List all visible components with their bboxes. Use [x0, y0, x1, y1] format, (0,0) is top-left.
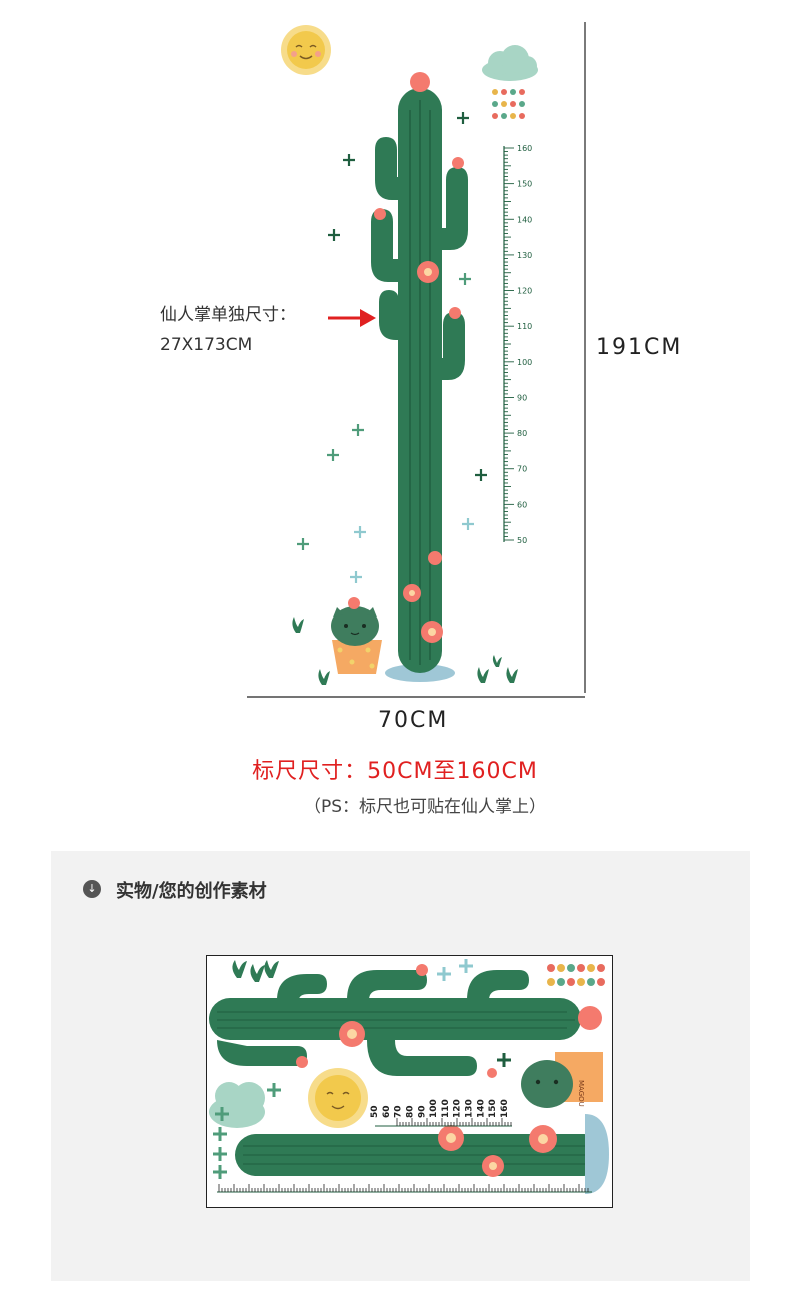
sheet-ruler-label: 160	[500, 1099, 510, 1118]
cat-pot-icon	[331, 597, 382, 674]
ruler-tick-label: 110	[517, 322, 532, 331]
ruler-tick-label: 80	[517, 429, 527, 438]
pot-text: MAGOU	[577, 1080, 585, 1107]
ruler-tick-label: 90	[517, 393, 527, 402]
ruler-tick-label: 130	[517, 251, 532, 260]
cactus-size-label: 仙人掌单独尺寸：	[160, 305, 296, 325]
sheet-ruler-label: 110	[441, 1099, 451, 1118]
sheet-cactus-top	[209, 998, 581, 1040]
ruler-tick-label: 70	[517, 465, 527, 474]
sheet-ruler-label: 60	[382, 1105, 392, 1118]
sheet-ruler-label: 70	[394, 1105, 404, 1118]
download-circle-icon: ↓	[83, 880, 101, 898]
raindrops-icon	[492, 89, 525, 119]
ruler-tick-label: 60	[517, 500, 527, 509]
cactus-size-value: 27X173CM	[160, 335, 253, 355]
height-label: 191CM	[596, 335, 683, 360]
red-arrow-icon	[328, 309, 376, 327]
ruler-tick-label: 50	[517, 536, 527, 545]
sun-icon	[281, 25, 331, 75]
product-section-title-text: 实物/您的创作素材	[116, 881, 267, 902]
cactus-illustration: 160 150 140 130 120 110 100 90 80 70 60 50	[247, 22, 586, 698]
sheet-ruler-label: 90	[417, 1105, 427, 1118]
cloud-icon	[482, 45, 538, 81]
height-ruler: 160 150 140 130 120 110 100 90 80 70 60 50	[503, 144, 532, 545]
ruler-tick-label: 160	[517, 144, 532, 153]
sheet-ruler-label: 120	[453, 1099, 463, 1118]
ruler-tick-label: 100	[517, 358, 532, 367]
ruler-note-text: （PS：标尺也可贴在仙人掌上）	[303, 797, 547, 817]
grass-icons	[292, 617, 518, 685]
sheet-ruler-label: 80	[405, 1105, 415, 1118]
sheet-ruler-label: 130	[465, 1099, 475, 1118]
ruler-tick-label: 140	[517, 215, 532, 224]
cactus-size-note: 仙人掌单独尺寸： 27X173CM	[160, 300, 296, 360]
ruler-size-text: 标尺尺寸：50CM至160CM	[252, 759, 538, 784]
product-sheet: MAGOU 50	[206, 955, 613, 1208]
ruler-tick-label: 120	[517, 287, 532, 296]
width-label: 70CM	[378, 708, 449, 733]
product-section-title: 实物/您的创作素材	[86, 877, 267, 903]
sheet-ruler-label: 50	[370, 1105, 380, 1118]
product-sheet-illustration: MAGOU 50	[209, 959, 609, 1194]
ruler-tick-label: 150	[517, 180, 532, 189]
sheet-ruler-label: 150	[488, 1099, 498, 1118]
cactus-icon	[371, 72, 468, 673]
sheet-ruler-label: 100	[429, 1099, 439, 1118]
sparkle-plus-icons	[297, 112, 487, 583]
sheet-ruler-label: 140	[476, 1099, 486, 1118]
